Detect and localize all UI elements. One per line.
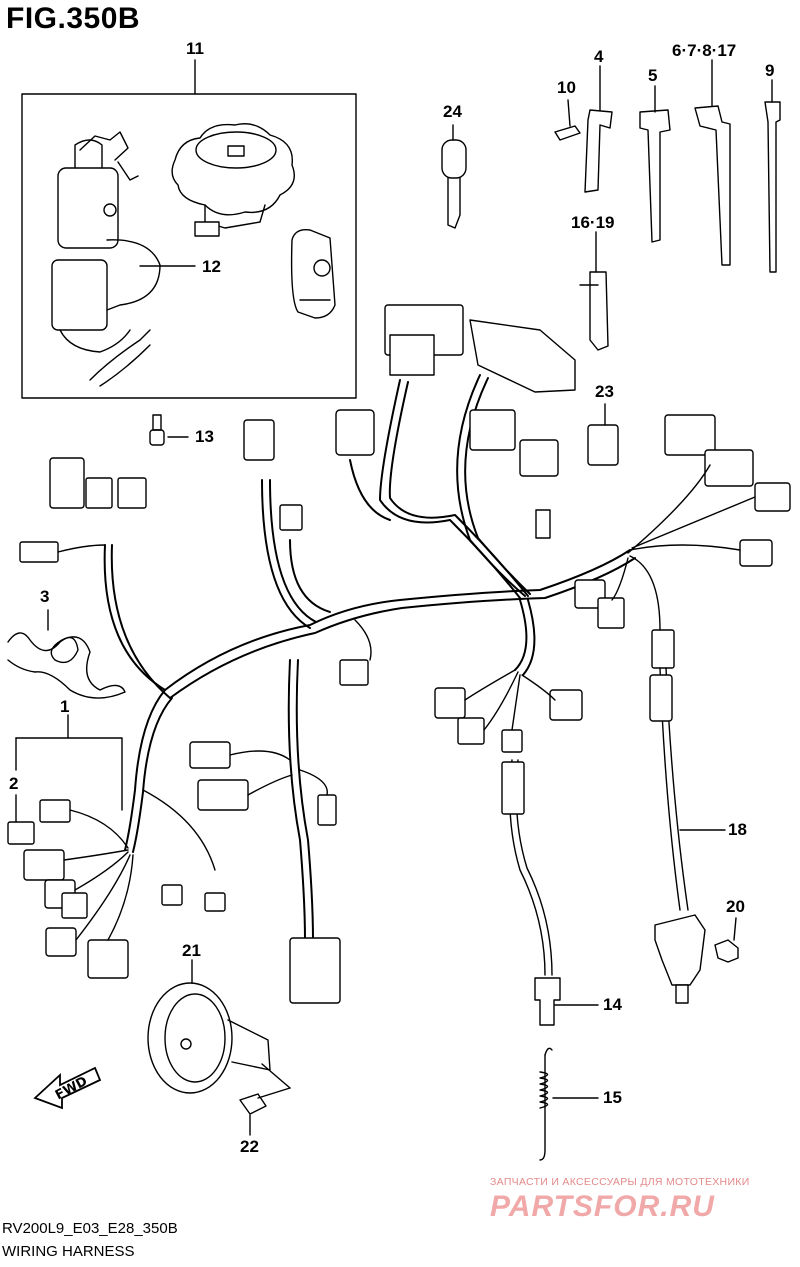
- callout-1: 1: [60, 697, 70, 716]
- callout-18: 18: [728, 820, 747, 839]
- screw-10: [554, 99, 581, 141]
- key-24: [441, 124, 467, 229]
- figure-title: FIG.350B: [6, 2, 141, 35]
- clamp-16-19: [579, 231, 609, 351]
- callout-9: 9: [765, 61, 775, 80]
- watermark-tagline: ЗАПЧАСТИ И АКСЕССУАРЫ ДЛЯ МОТОТЕХНИКИ: [490, 1176, 750, 1188]
- fuel-cap: [171, 123, 295, 237]
- bolt-13: [149, 414, 189, 446]
- clamp-4: [584, 65, 613, 193]
- callout-6-7-8-17: 6·7·8·17: [672, 41, 737, 60]
- ignition-switch: [51, 131, 196, 387]
- bolt-20: [714, 917, 739, 963]
- sensor-18: [649, 667, 726, 1004]
- callout-22: 22: [240, 1137, 259, 1156]
- callout-10: 10: [557, 78, 576, 97]
- wire-3: [7, 632, 126, 699]
- fwd-arrow-icon: FWD: [33, 1066, 102, 1110]
- harness-connectors: [7, 304, 791, 1004]
- callout-24: 24: [443, 102, 462, 121]
- callout-15: 15: [603, 1088, 622, 1107]
- callout-11: 11: [186, 39, 204, 58]
- callout-5: 5: [648, 66, 658, 85]
- figure-code: RV200L9_E03_E28_350B: [2, 1220, 178, 1237]
- ignition-set-box: [21, 93, 357, 399]
- connector-23: [587, 403, 619, 466]
- callout-4: 4: [594, 47, 604, 66]
- neutral-switch-14: [501, 759, 599, 1026]
- callout-16-19: 16·19: [571, 213, 615, 232]
- callout-12: 12: [202, 257, 221, 276]
- seat-lock: [290, 229, 336, 319]
- cable-tie-9: [764, 79, 781, 273]
- horn-21: [147, 959, 291, 1094]
- cable-tie-5: [639, 85, 671, 243]
- callout-20: 20: [726, 897, 745, 916]
- bolt-22: [239, 1087, 291, 1136]
- callout-23: 23: [595, 382, 614, 401]
- spring-15: [539, 1047, 599, 1161]
- figure-name: WIRING HARNESS: [2, 1243, 135, 1260]
- callout-14: 14: [603, 995, 622, 1014]
- callout-21: 21: [182, 941, 201, 960]
- callout-3: 3: [40, 587, 50, 606]
- callout-13: 13: [195, 427, 214, 446]
- callout-2: 2: [9, 774, 19, 793]
- main-harness: [103, 374, 636, 941]
- watermark-brand: PARTSFOR.RU: [490, 1190, 715, 1223]
- cable-tie-6-7-8-17: [694, 59, 731, 266]
